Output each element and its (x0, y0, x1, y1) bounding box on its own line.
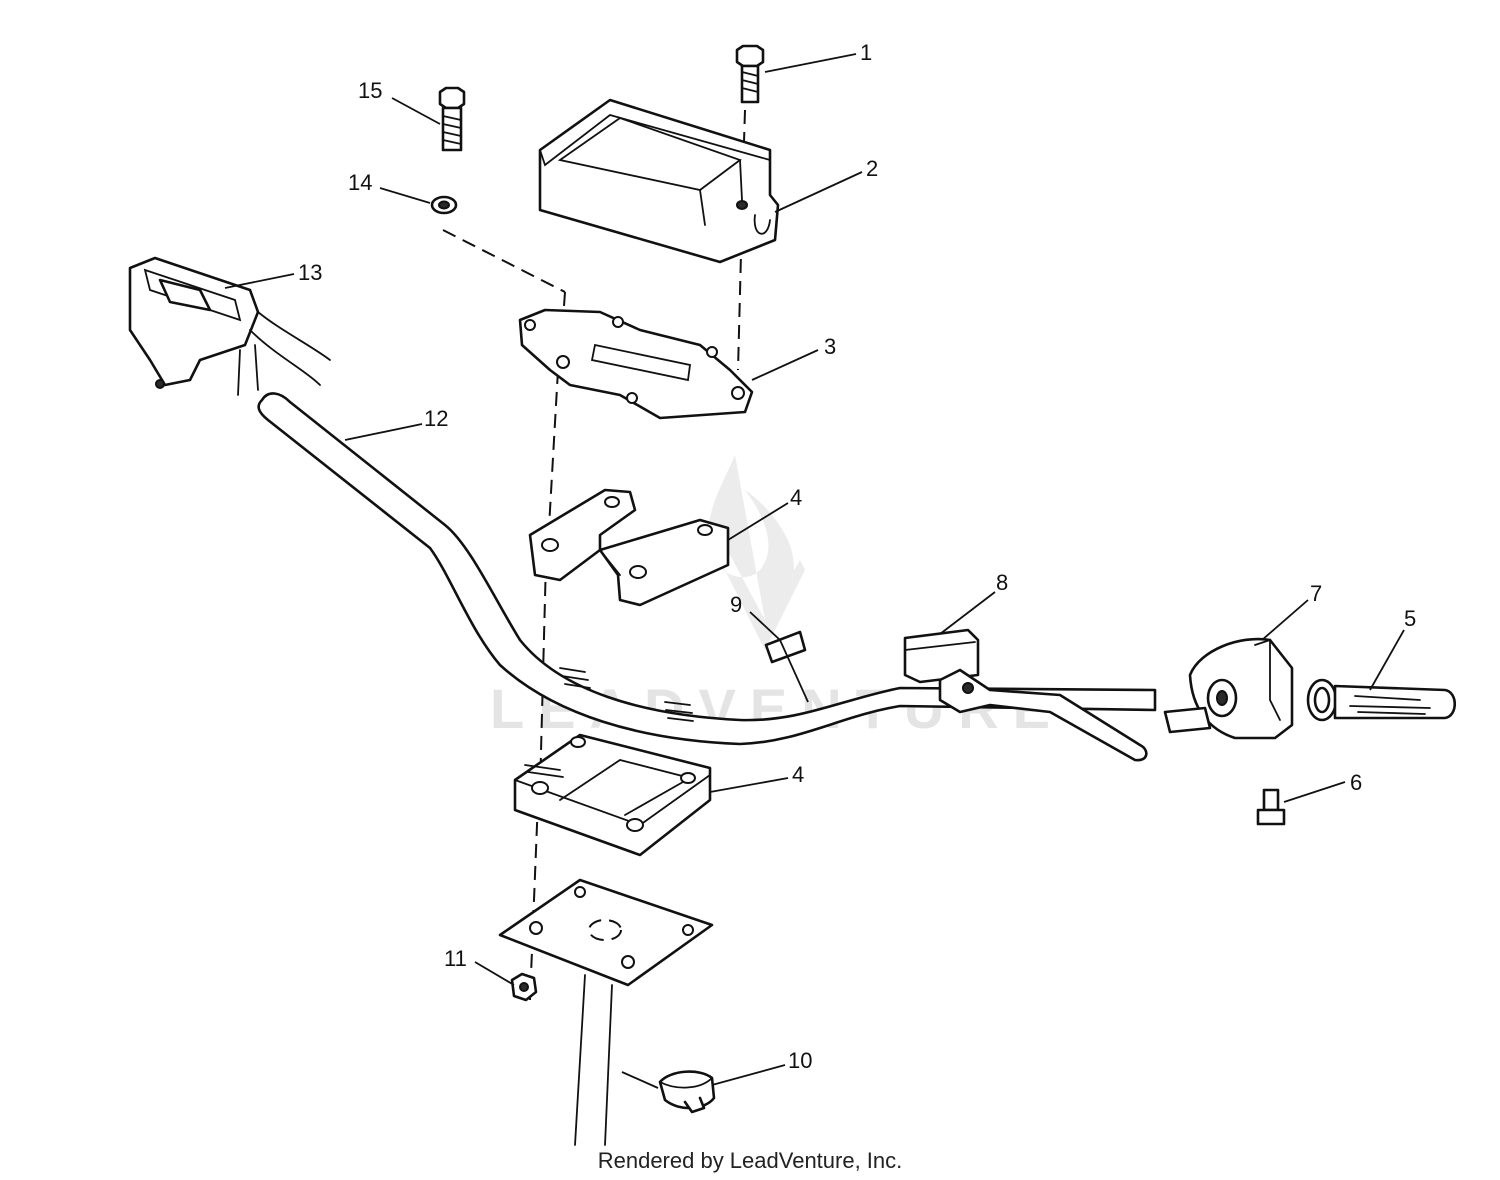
part-7-throttle-housing[interactable] (1163, 637, 1294, 740)
part-4-upper-clamp[interactable] (528, 488, 730, 607)
callout-14: 14 (348, 170, 372, 195)
callout-1: 1 (860, 40, 872, 65)
part-9-block[interactable] (764, 630, 807, 664)
part-2-handlebar-cover[interactable] (538, 98, 780, 264)
callout-6: 6 (1350, 770, 1362, 795)
part-12-handlebar[interactable] (257, 392, 1157, 746)
part-8-brake-lever[interactable] (903, 628, 1148, 762)
callout-labels: 1 2 3 4 4 5 6 7 8 9 10 11 12 13 14 15 (298, 40, 1416, 1073)
callout-15: 15 (358, 78, 382, 103)
callout-3: 3 (824, 334, 836, 359)
part-10-clip[interactable] (658, 1070, 716, 1114)
callout-4-lower: 4 (792, 762, 804, 787)
callout-2: 2 (866, 156, 878, 181)
part-4-lower-clamp[interactable] (513, 733, 712, 857)
callout-8: 8 (996, 570, 1008, 595)
part-3-mounting-plate[interactable] (518, 308, 754, 420)
callout-12: 12 (424, 406, 448, 431)
leader-lines (224, 53, 1405, 1089)
callout-9: 9 (730, 592, 742, 617)
watermark-logo-icon (708, 455, 805, 650)
callout-10: 10 (788, 1048, 812, 1073)
part-14-washer[interactable] (430, 195, 458, 215)
part-1-bolt[interactable] (735, 44, 765, 104)
callout-5: 5 (1404, 606, 1416, 631)
callout-4-upper: 4 (790, 485, 802, 510)
callout-13: 13 (298, 260, 322, 285)
callout-7: 7 (1310, 581, 1322, 606)
part-15-bolt[interactable] (438, 86, 466, 152)
part-13-control-housing[interactable] (128, 256, 331, 396)
steering-post[interactable] (498, 878, 714, 1146)
part-5-grip[interactable] (1306, 678, 1457, 722)
footer-credit: Rendered by LeadVenture, Inc. (597, 1148, 903, 1173)
callout-11: 11 (444, 946, 467, 971)
part-6-screw[interactable] (1256, 788, 1286, 826)
part-11-nut[interactable] (510, 972, 538, 1002)
